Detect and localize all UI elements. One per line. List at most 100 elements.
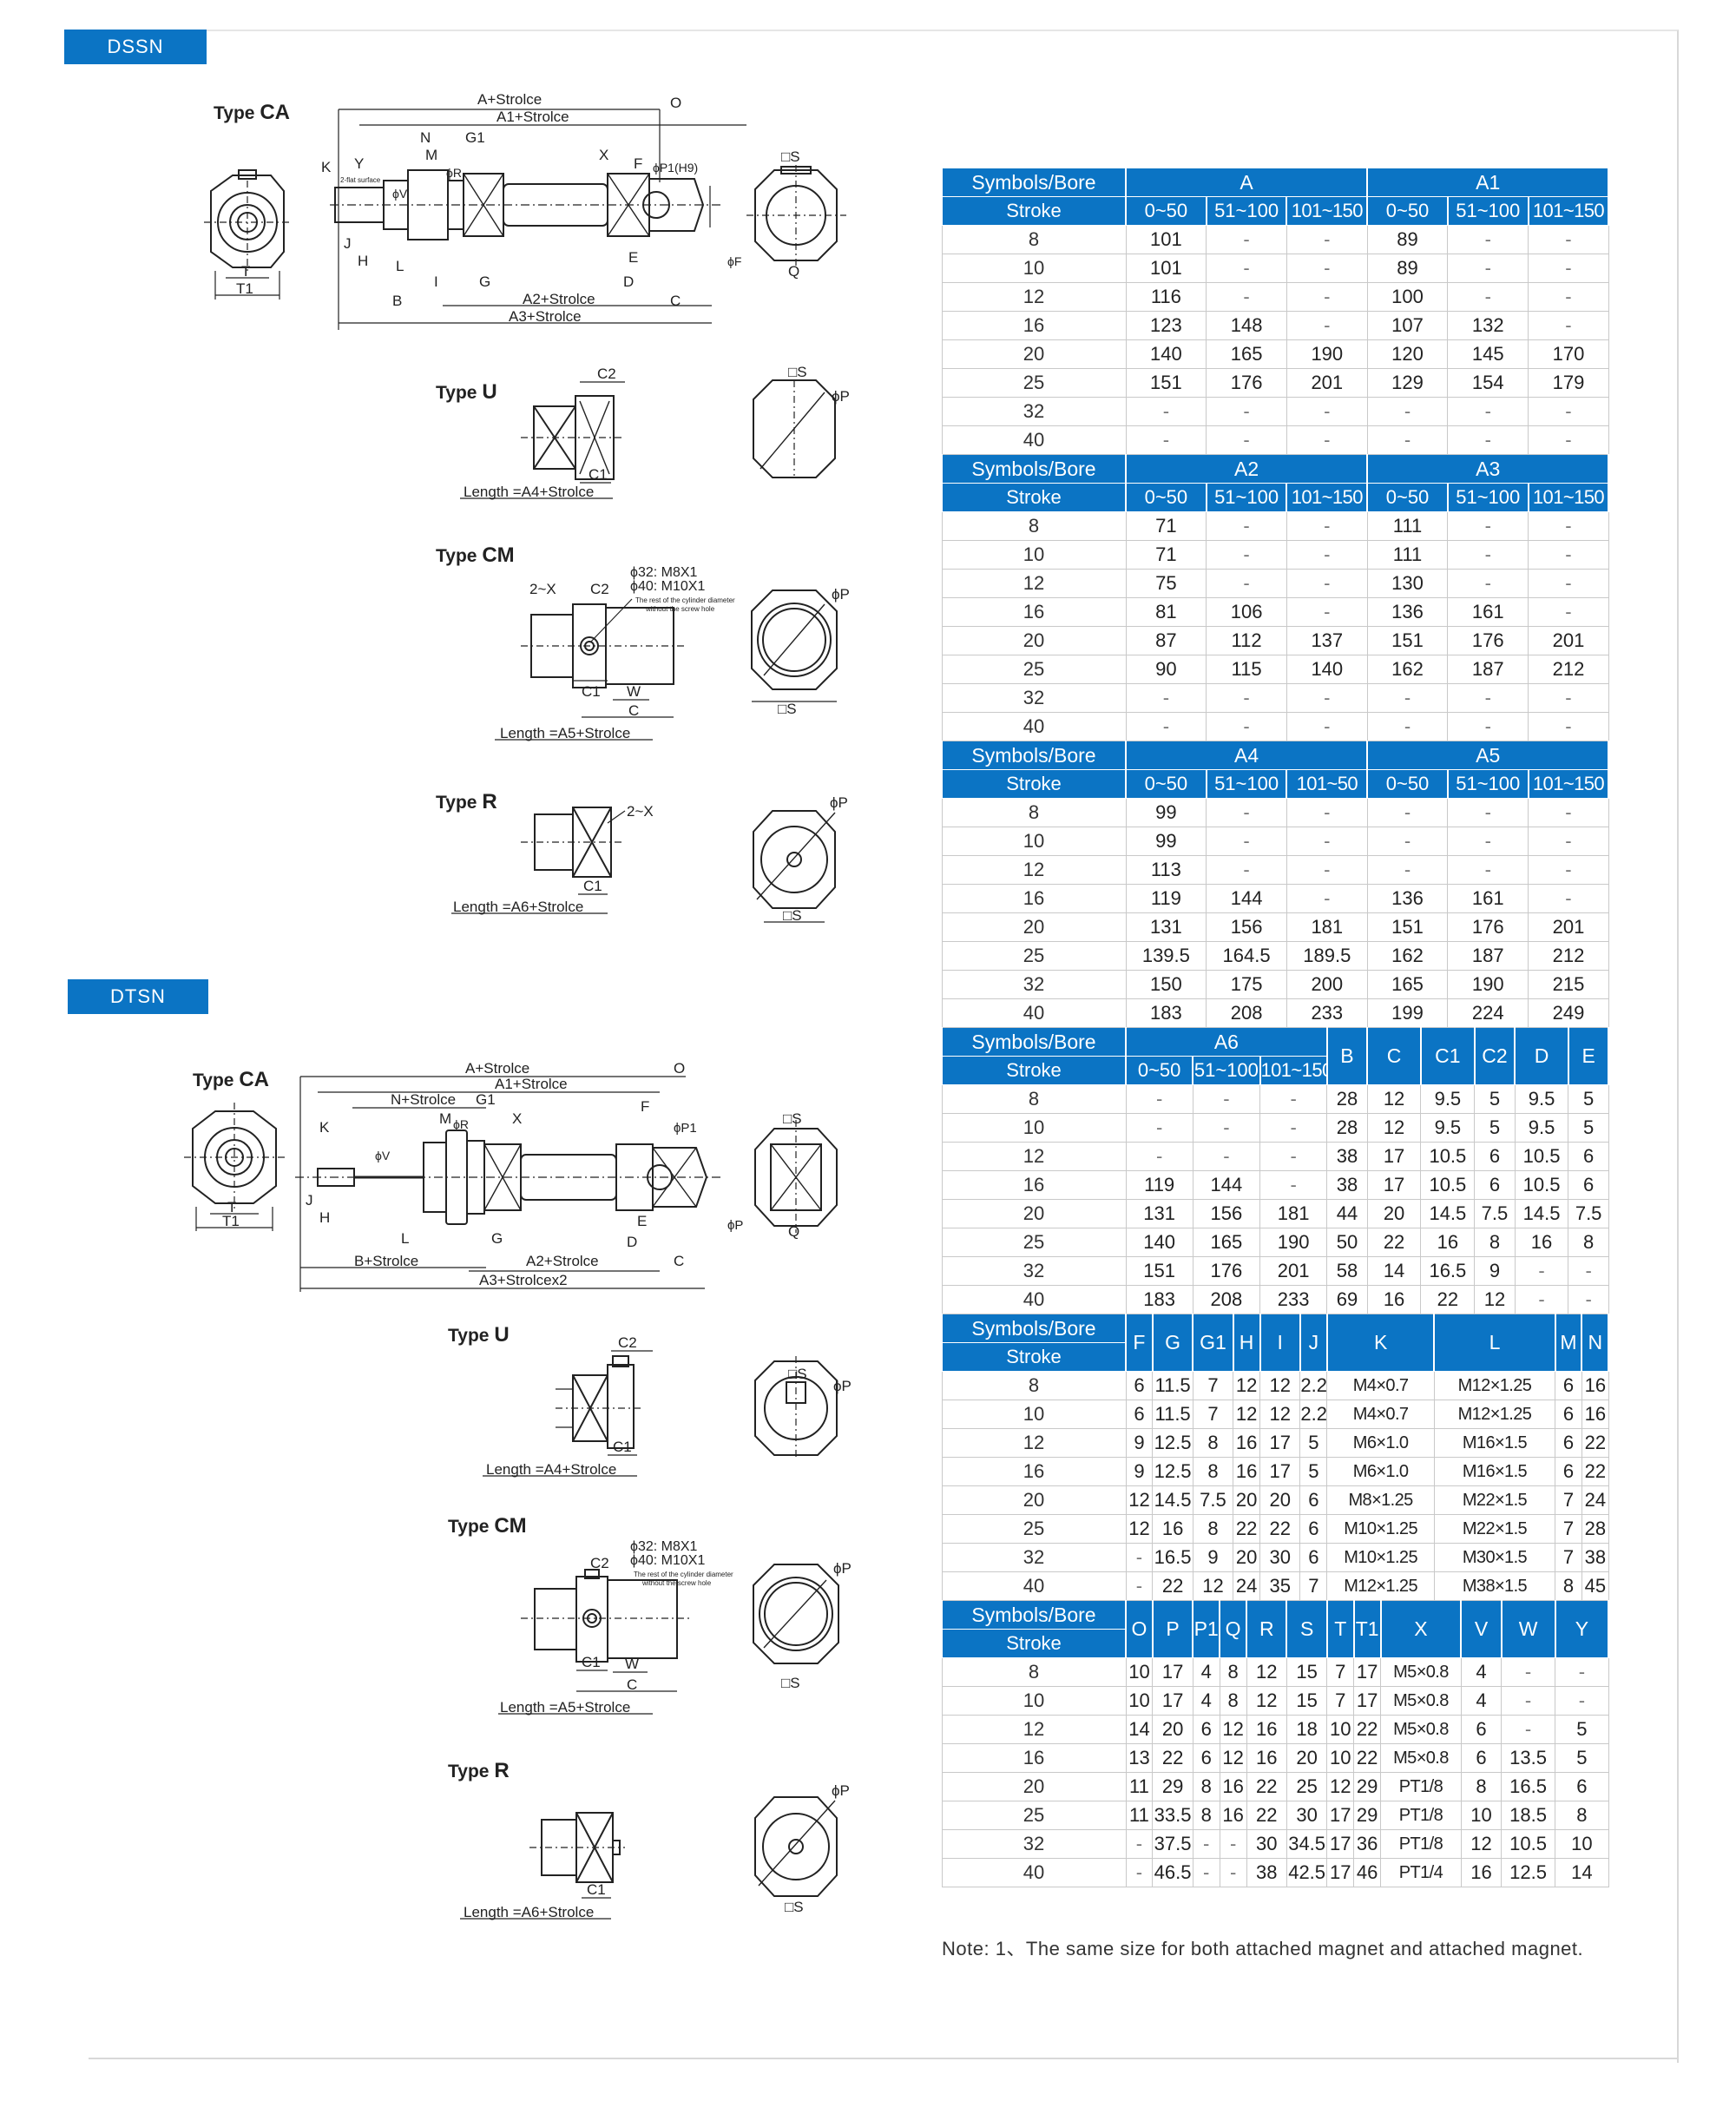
value-cell: 33.5 — [1152, 1801, 1194, 1830]
value-cell: 29 — [1353, 1772, 1382, 1801]
stroke-cell: 25 — [941, 1228, 1127, 1257]
value-cell: 15 — [1286, 1686, 1328, 1716]
header-range: 51~100 — [1446, 769, 1529, 799]
dim-g1: G1 — [476, 1091, 496, 1108]
value-cell: 2.2 — [1299, 1371, 1328, 1400]
value-cell: 151 — [1366, 626, 1449, 655]
value-cell: - — [1447, 254, 1529, 283]
value-cell: 12 — [1259, 1371, 1301, 1400]
dim-c1: C1 — [582, 683, 601, 700]
dim-phi-v: ϕV — [392, 187, 408, 201]
value-cell: 12 — [1219, 1743, 1247, 1773]
value-cell: PT1/4 — [1380, 1858, 1462, 1887]
value-cell: 17 — [1326, 1801, 1355, 1830]
header-group: A4 — [1124, 741, 1369, 770]
value-cell: - — [1447, 225, 1529, 254]
value-cell: 22 — [1152, 1571, 1194, 1601]
page-frame — [89, 30, 1679, 2063]
value-cell: 187 — [1447, 941, 1529, 971]
value-cell: 224 — [1447, 998, 1529, 1028]
value-cell: 7 — [1555, 1485, 1582, 1515]
value-cell: - — [1286, 597, 1368, 627]
value-cell: - — [1286, 683, 1368, 713]
value-cell: 10 — [1460, 1801, 1503, 1830]
dim-c1: C1 — [587, 1881, 606, 1898]
value-cell: 10.5 — [1501, 1829, 1555, 1859]
value-cell: 22 — [1259, 1514, 1301, 1544]
value-cell: 201 — [1286, 368, 1368, 398]
header-col: K — [1325, 1314, 1436, 1372]
value-cell: 2.2 — [1299, 1400, 1328, 1429]
dim-g: G — [479, 273, 490, 290]
header-col: M — [1554, 1314, 1583, 1372]
value-cell: - — [1528, 397, 1609, 426]
value-cell: - — [1125, 683, 1207, 713]
value-cell: 12 — [1246, 1657, 1287, 1687]
value-cell: 6 — [1125, 1371, 1154, 1400]
value-cell: 16 — [1152, 1514, 1194, 1544]
dim-q: Q — [788, 1223, 799, 1240]
dim-phi-p: ϕP — [832, 1782, 850, 1799]
value-cell: 190 — [1286, 339, 1368, 369]
stroke-cell: 25 — [941, 941, 1127, 971]
value-cell: 99 — [1125, 827, 1207, 856]
value-cell: 16 — [1233, 1428, 1261, 1458]
stroke-cell: 16 — [941, 1457, 1127, 1486]
value-cell: 38 — [1326, 1170, 1368, 1200]
value-cell: 107 — [1366, 311, 1449, 340]
value-cell: 17 — [1152, 1686, 1194, 1716]
value-cell: - — [1568, 1256, 1609, 1286]
value-cell: 4 — [1192, 1657, 1220, 1687]
dtsn-r-text: C1 ϕP □S Length =A6+Strolce — [464, 1782, 850, 1920]
value-cell: 5 — [1474, 1113, 1516, 1143]
value-cell: 165 — [1206, 339, 1287, 369]
dssn-ca-dimension-text: A+Strolce A1+Strolce O N G1 M X F ϕP1(H9… — [236, 91, 800, 325]
value-cell: M12×1.25 — [1433, 1371, 1556, 1400]
value-cell: - — [1259, 1170, 1328, 1200]
value-cell: - — [1447, 798, 1529, 827]
value-cell: - — [1447, 683, 1529, 713]
dim-c2: C2 — [590, 581, 609, 597]
dim-g: G — [491, 1230, 503, 1247]
value-cell: - — [1366, 712, 1449, 741]
value-cell: M5×0.8 — [1380, 1715, 1462, 1744]
value-cell: - — [1206, 540, 1287, 570]
value-cell: - — [1514, 1256, 1569, 1286]
dim-phi-r: ϕR — [446, 166, 462, 180]
value-cell: - — [1568, 1285, 1609, 1314]
value-cell: 176 — [1447, 912, 1529, 942]
header-range: 51~100 — [1205, 769, 1288, 799]
dim-m: M — [439, 1110, 451, 1127]
value-cell: - — [1528, 425, 1609, 455]
stroke-cell: 32 — [941, 397, 1127, 426]
value-cell: 189.5 — [1286, 941, 1368, 971]
value-cell: 22 — [1420, 1285, 1476, 1314]
value-cell: 89 — [1366, 254, 1449, 283]
value-cell: 22 — [1152, 1743, 1194, 1773]
value-cell: 7 — [1555, 1514, 1582, 1544]
dssn-u-end-view — [753, 379, 836, 478]
value-cell: 14.5 — [1514, 1199, 1569, 1228]
value-cell: 6 — [1125, 1400, 1154, 1429]
value-cell: - — [1125, 1858, 1154, 1887]
value-cell: 140 — [1286, 655, 1368, 684]
type-label-dssn-cm: Type CM — [436, 543, 515, 568]
value-cell: 136 — [1366, 597, 1449, 627]
value-cell: 12 — [1125, 1485, 1154, 1515]
dim-phi-p: ϕP — [830, 794, 848, 811]
dim-b: B — [392, 293, 402, 309]
value-cell: 8 — [1474, 1228, 1516, 1257]
stroke-cell: 8 — [941, 511, 1127, 541]
value-cell: PT1/8 — [1380, 1772, 1462, 1801]
value-cell: 45 — [1581, 1571, 1609, 1601]
stroke-cell: 40 — [941, 425, 1127, 455]
value-cell: 28 — [1326, 1113, 1368, 1143]
